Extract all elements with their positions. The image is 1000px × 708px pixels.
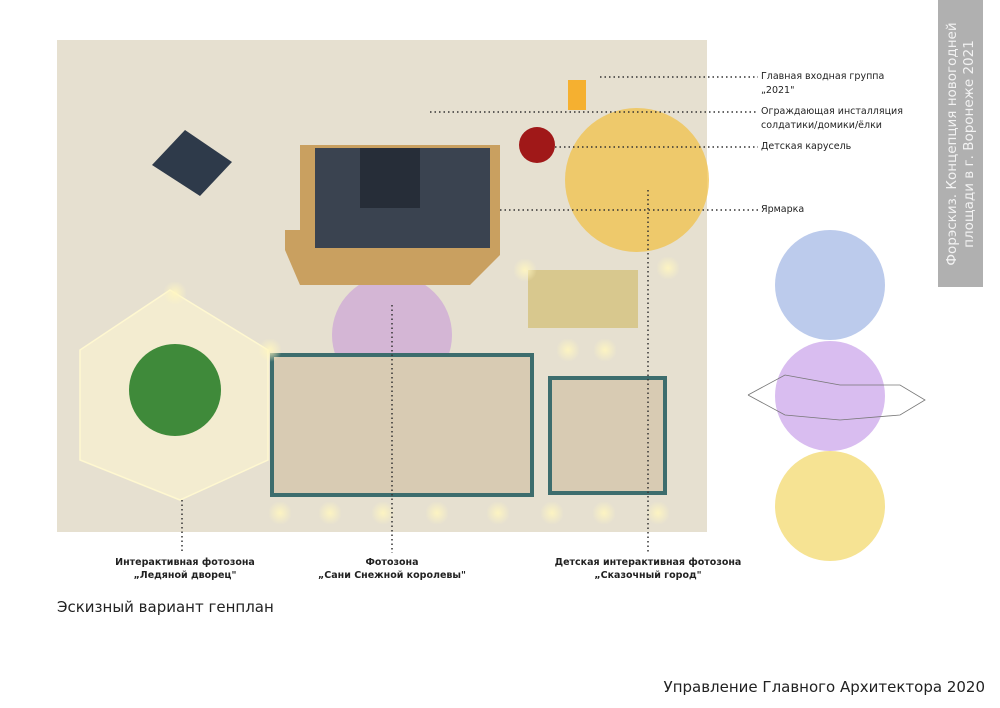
footer: Управление Главного Архитектора 2020 bbox=[663, 678, 985, 696]
purple-zone-thumbnail bbox=[775, 341, 885, 451]
label-sleigh: Фотозона„Сани Снежной королевы" bbox=[318, 557, 466, 581]
carousel bbox=[519, 127, 555, 163]
ice-rink-right bbox=[548, 376, 667, 495]
label-ice-palace: Интерактивная фотозона„Ледяной дворец" bbox=[115, 557, 255, 581]
leader-lines bbox=[181, 76, 758, 553]
blue-zone-thumbnail bbox=[775, 230, 885, 340]
label-entrance: Главная входная группа„2021" bbox=[761, 71, 885, 96]
caption: Эскизный вариант генплан bbox=[57, 598, 274, 616]
pavilion-roof bbox=[152, 130, 232, 196]
fair-stalls bbox=[528, 270, 638, 328]
yellow-zone-thumbnail bbox=[775, 451, 885, 561]
label-fairy-town: Детская интерактивная фотозона„Сказочный… bbox=[554, 557, 742, 581]
entrance-group bbox=[568, 80, 586, 110]
carousel-zone bbox=[565, 108, 709, 252]
label-fair: Ярмарка bbox=[761, 204, 805, 215]
christmas-tree bbox=[129, 344, 221, 436]
ice-rink-left bbox=[270, 353, 534, 497]
label-carousel: Детская карусель bbox=[761, 141, 852, 152]
side-title-line1: Форэскиз. Концепция новогодней bbox=[943, 21, 960, 266]
side-title-line2: площади в г. Воронеже 2021 bbox=[960, 39, 977, 248]
